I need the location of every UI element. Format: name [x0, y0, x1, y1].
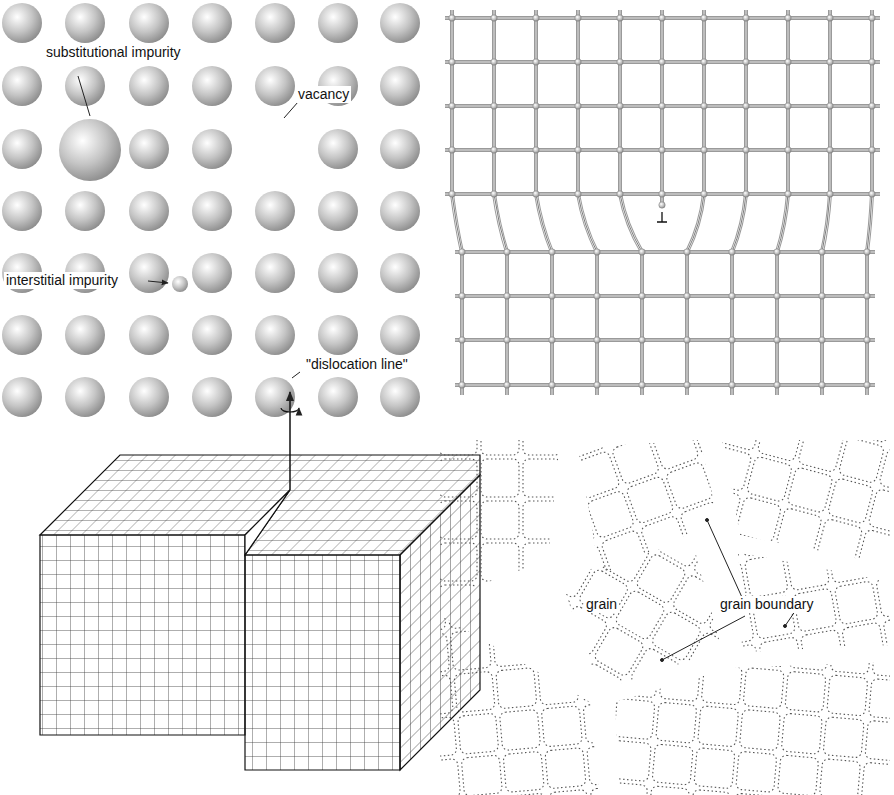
grain-structure [313, 260, 894, 795]
part-label: vacancy [296, 86, 351, 103]
leader-lines [78, 76, 800, 662]
part-label: substitutional impurity [44, 44, 183, 61]
atom-grid [2, 3, 420, 417]
edge-dislocation-lattice [445, 10, 880, 395]
part-label: "dislocation line" [304, 356, 410, 373]
part-label: interstitial impurity [4, 272, 120, 289]
part-label: grain [584, 596, 619, 613]
screw-dislocation-block [40, 392, 480, 770]
part-label: grain boundary [718, 596, 815, 613]
